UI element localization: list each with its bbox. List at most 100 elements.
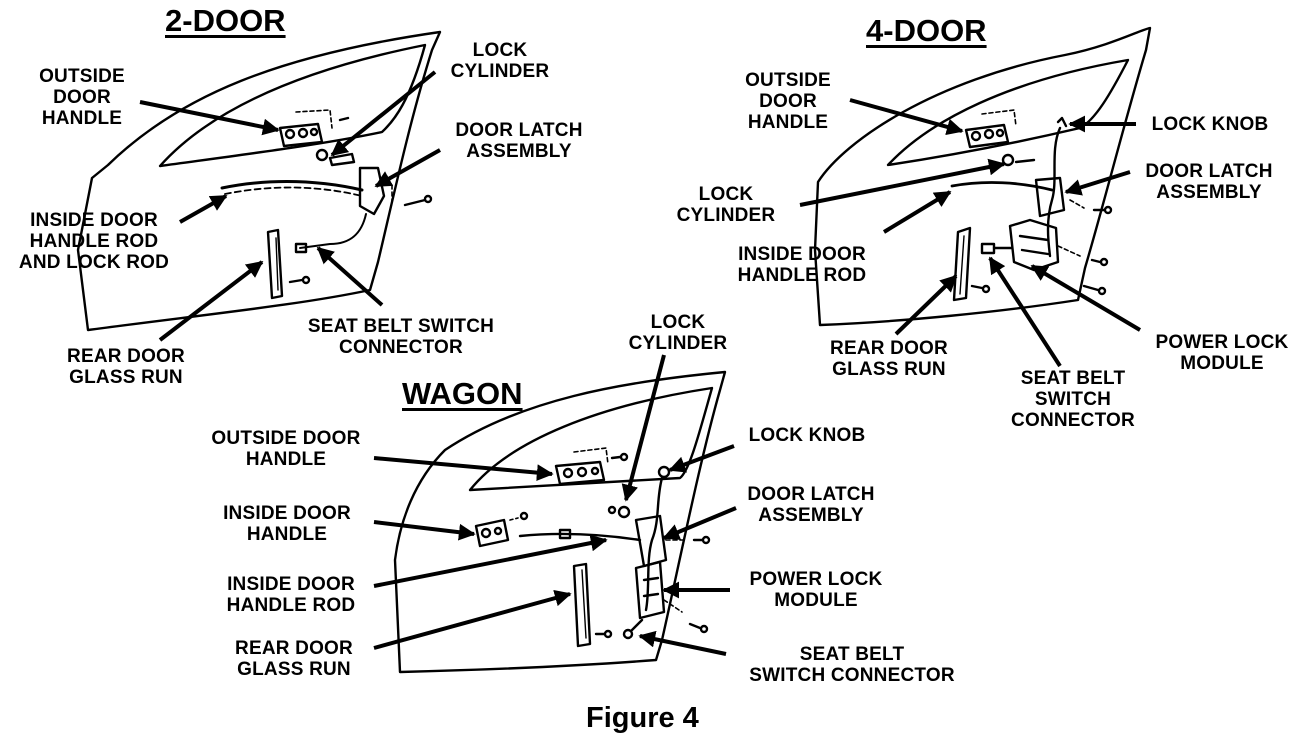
arrow-w-lock-cylinder: [621, 354, 666, 502]
label-line: HANDLE ROD: [29, 231, 159, 252]
label-line: OUTSIDE: [745, 70, 831, 91]
label-line: INSIDE DOOR: [738, 244, 866, 265]
title-4-door: 4-DOOR: [866, 13, 987, 48]
label-line: INSIDE DOOR: [30, 210, 158, 231]
label-line: HANDLE: [245, 449, 327, 470]
label-2d-seat-belt-switch-connector: SEAT BELT SWITCH CONNECTOR: [286, 316, 516, 358]
two-door-glass-run: [266, 228, 311, 300]
label-line: MODULE: [774, 590, 858, 611]
arrow-4d-inside-rod: [882, 190, 952, 234]
label-w-door-latch-assembly: DOOR LATCH ASSEMBLY: [736, 484, 886, 526]
label-line: GLASS RUN: [69, 367, 183, 388]
label-line: OUTSIDE: [39, 66, 125, 87]
label-line: REAR DOOR: [830, 338, 948, 359]
label-line: CYLINDER: [450, 61, 550, 82]
label-line: GLASS RUN: [237, 659, 351, 680]
label-line: HANDLE ROD: [737, 265, 867, 286]
arrow-w-outside-handle: [373, 456, 554, 482]
label-4d-seat-belt-switch-connector: SEAT BELT SWITCH CONNECTOR: [998, 368, 1148, 431]
label-4d-lock-cylinder: LOCK CYLINDER: [664, 184, 788, 226]
label-line: INSIDE DOOR: [227, 574, 355, 595]
wagon-inside-handle: [474, 511, 529, 548]
label-2d-inside-door-handle-rod: INSIDE DOOR HANDLE ROD AND LOCK ROD: [4, 210, 184, 273]
label-line: LOCK: [650, 312, 706, 333]
label-line: OUTSIDE DOOR: [211, 428, 361, 449]
four-door-shell: [813, 26, 1152, 327]
label-w-inside-door-handle-rod: INSIDE DOOR HANDLE ROD: [212, 574, 370, 616]
arrow-2d-lock-cylinder: [330, 70, 437, 157]
label-line: ASSEMBLY: [1156, 182, 1262, 203]
arrow-w-door-latch: [662, 506, 737, 540]
label-4d-inside-door-handle-rod: INSIDE DOOR HANDLE ROD: [722, 244, 882, 286]
arrow-4d-glass-run: [894, 274, 958, 336]
label-4d-outside-door-handle: OUTSIDE DOOR HANDLE: [736, 70, 840, 133]
label-line: LOCK KNOB: [748, 425, 866, 446]
leader-arrows: [139, 70, 1142, 656]
two-door-outside-handle: [278, 109, 350, 148]
arrow-2d-door-latch: [374, 148, 441, 188]
label-line: REAR DOOR: [235, 638, 353, 659]
four-door-glass-run: [952, 226, 991, 302]
label-2d-door-latch-assembly: DOOR LATCH ASSEMBLY: [444, 120, 594, 162]
label-line: REAR DOOR: [67, 346, 185, 367]
label-line: CYLINDER: [676, 205, 776, 226]
arrow-w-seat-belt: [638, 630, 727, 656]
label-4d-door-latch-assembly: DOOR LATCH ASSEMBLY: [1134, 161, 1284, 203]
wagon-seat-belt-connector: [622, 618, 644, 640]
two-door-illustration: [76, 30, 442, 332]
label-w-inside-door-handle: INSIDE DOOR HANDLE: [212, 503, 362, 545]
label-line: CYLINDER: [628, 333, 728, 354]
arrow-2d-glass-run: [158, 260, 264, 342]
arrow-2d-outside-handle: [139, 100, 280, 136]
label-line: SEAT BELT SWITCH: [307, 316, 495, 337]
label-4d-power-lock-module: POWER LOCK MODULE: [1142, 332, 1302, 374]
label-line: HANDLE: [246, 524, 328, 545]
four-door-latch: [1034, 176, 1113, 218]
arrow-w-lock-knob: [668, 444, 735, 473]
label-line: LOCK: [698, 184, 754, 205]
label-line: SEAT BELT: [1020, 368, 1126, 389]
wagon-power-lock-module: [634, 560, 709, 634]
label-w-outside-door-handle: OUTSIDE DOOR HANDLE: [206, 428, 366, 470]
arrow-4d-door-latch: [1064, 170, 1131, 196]
wagon-outside-handle: [554, 447, 629, 486]
label-w-power-lock-module: POWER LOCK MODULE: [734, 569, 898, 611]
four-door-lock-cylinder: [1001, 153, 1036, 167]
figure-caption: Figure 4: [586, 702, 699, 734]
arrow-4d-power-lock: [1030, 264, 1142, 332]
arrow-2d-seat-belt: [316, 246, 384, 307]
label-line: MODULE: [1180, 353, 1264, 374]
title-2-door: 2-DOOR: [165, 3, 286, 38]
label-line: SWITCH: [1034, 389, 1112, 410]
label-2d-rear-door-glass-run: REAR DOOR GLASS RUN: [66, 346, 186, 388]
label-line: ASSEMBLY: [466, 141, 572, 162]
arrow-4d-seat-belt: [988, 256, 1062, 368]
wagon-lock-cylinder: [607, 505, 631, 519]
four-door-illustration: [813, 26, 1152, 327]
label-w-lock-cylinder: LOCK CYLINDER: [616, 312, 740, 354]
label-line: DOOR: [759, 91, 817, 112]
arrow-w-inside-handle: [373, 520, 476, 541]
label-line: HANDLE: [41, 108, 123, 129]
arrow-4d-lock-cylinder: [799, 158, 1006, 207]
four-door-seat-belt-connector: [980, 242, 1014, 255]
arrow-w-inside-rod: [373, 534, 608, 588]
four-door-window: [886, 58, 1130, 167]
wagon-handle-rod: [518, 532, 642, 542]
two-door-handle-rod: [220, 180, 364, 192]
label-line: POWER LOCK: [1155, 332, 1289, 353]
label-line: CONNECTOR: [339, 337, 463, 358]
label-w-rear-door-glass-run: REAR DOOR GLASS RUN: [222, 638, 366, 680]
wagon-glass-run: [572, 562, 613, 648]
four-door-handle-rod: [950, 181, 1054, 192]
arrow-2d-inside-rod: [179, 194, 228, 224]
label-line: DOOR LATCH: [1145, 161, 1273, 182]
label-line: GLASS RUN: [832, 359, 946, 380]
label-4d-rear-door-glass-run: REAR DOOR GLASS RUN: [824, 338, 954, 380]
label-line: DOOR: [53, 87, 111, 108]
two-door-seat-belt-wire: [299, 213, 367, 249]
label-line: CONNECTOR: [1011, 410, 1135, 431]
label-line: POWER LOCK: [749, 569, 883, 590]
